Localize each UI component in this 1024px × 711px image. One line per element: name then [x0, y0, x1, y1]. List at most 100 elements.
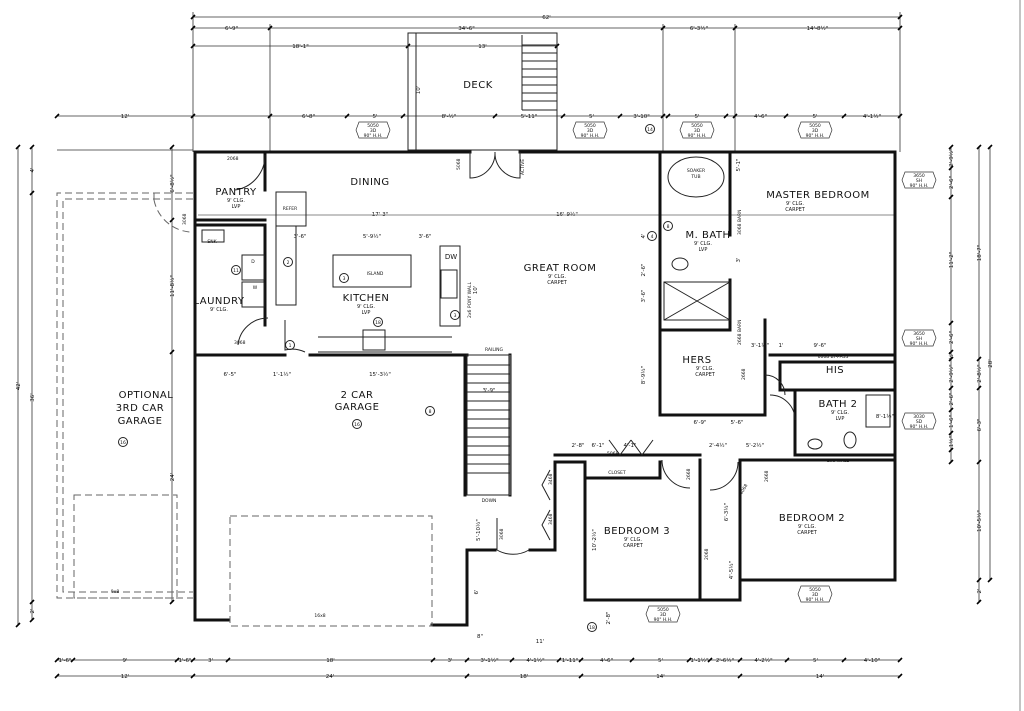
keynote-marker: 18 [587, 622, 597, 632]
door-label-laundry: 3068 [234, 340, 246, 346]
master-floor: CARPET [785, 207, 806, 213]
great-room-ceiling: 9' CLG. [548, 274, 566, 280]
keynote-marker: 1 [285, 340, 295, 350]
dimension-tick [169, 217, 175, 223]
dimension-tick [948, 144, 954, 150]
dimension-label: 6'-8½" [169, 174, 176, 192]
bedroom3-ceiling: 9' CLG. [624, 537, 642, 543]
dimension-tick [948, 320, 954, 326]
washer-label: W [253, 285, 258, 291]
interior-dimension-label: 3'-6" [641, 289, 647, 302]
keynote-marker: 8 [663, 221, 673, 231]
walls [193, 150, 897, 627]
dimension-label: 9' [122, 658, 127, 664]
pantry-floor: LVP [232, 204, 241, 210]
door-label-opt-garage: 3068 [182, 213, 188, 225]
dimension-tick [15, 144, 21, 150]
dimension-tick [737, 657, 743, 663]
dimension-tick [344, 113, 350, 119]
window-tag-type: 3D [812, 128, 819, 134]
dimension-label: 2'-9½" [948, 148, 955, 166]
dimension-tick [841, 113, 847, 119]
dimension-tick [987, 144, 993, 150]
island-label: ISLAND [367, 271, 384, 277]
interior-dimension-label: 6'-3½" [723, 503, 730, 521]
dimension-label: 4' [30, 167, 36, 172]
kitchen-floor: LVP [362, 310, 371, 316]
dimension-tick [948, 165, 954, 171]
dimension-tick [707, 657, 713, 663]
dimension-label: 5' [658, 658, 663, 664]
interior-dimension-label: 2'-8" [606, 611, 612, 624]
bedroom2-floor: CARPET [797, 530, 818, 536]
dimension-tick [430, 657, 436, 663]
window-tag-type: 3D [587, 128, 594, 134]
dimension-label: 62' [542, 15, 551, 21]
keynote-marker: 14 [645, 124, 655, 134]
interior-dimension-label: 8'-1½" [876, 413, 894, 420]
interior-dimension-label: 2'-4½" [709, 442, 727, 449]
interior-dimension-label: 5'-9½" [363, 233, 381, 240]
door-label-bed2: 2668 [764, 470, 770, 482]
dimension-label: 5' [812, 114, 817, 120]
window-tag-size: 5050 [691, 123, 703, 129]
dimension-tick [174, 657, 180, 663]
dimension-label: 2'-6" [949, 176, 955, 189]
window-tag-type: 3D [694, 128, 701, 134]
dimension-label: 3' [208, 658, 213, 664]
dimension-label: 34'-6" [458, 26, 475, 32]
window-tag-size: 3650 [913, 173, 925, 179]
bedroom2-ceiling: 9' CLG. [798, 524, 816, 530]
deck-stairs [521, 35, 557, 111]
dimension-tick [54, 673, 60, 679]
keynote-number: 8 [667, 224, 670, 230]
dimension-label: 36' [30, 393, 36, 402]
window-tag-type: 3D [370, 128, 377, 134]
dimension-tick [190, 14, 196, 20]
keynote-number: 3 [343, 276, 346, 282]
interior-dimension-label: 5'-1" [736, 158, 742, 171]
interior-dimension-label: 6'-9" [693, 420, 706, 426]
master-ceiling: 9' CLG. [786, 201, 804, 207]
door-label-hers: 2668 [741, 368, 747, 380]
window-tag-size: 5050 [809, 123, 821, 129]
counter-right [439, 245, 461, 327]
interior-dimension-label: 5'-6" [730, 420, 743, 426]
door-label-bifold-1: 3468 [548, 473, 554, 485]
window-tag-head: 90" H.H. [654, 617, 673, 623]
dimension-label: 2' [30, 608, 36, 613]
interior-dimension-label: 2'-6" [641, 263, 647, 276]
room-label-optional-garage-2: 3RD CAR [116, 403, 164, 414]
dimension-tick [29, 599, 35, 605]
interior-dimension-label: 15'-3½" [369, 371, 391, 378]
dimension-tick [948, 385, 954, 391]
dimension-label: 24' [170, 473, 176, 482]
dimension-label: 2'-9½" [948, 364, 955, 382]
keynote-number: 16 [354, 422, 360, 428]
kitchen-fixtures: REFER ISLAND DW SNK D W 2x6 PONY WALL [201, 191, 473, 353]
dimension-tick [897, 657, 903, 663]
interior-dimension-label: 3'-9" [482, 388, 495, 394]
interior-dimension-label: 11' [536, 639, 545, 645]
dimension-tick [556, 657, 562, 663]
dimension-tick [976, 577, 982, 583]
window-tag-head: 90" H.H. [688, 133, 707, 139]
window-tag-type: SH [916, 178, 922, 184]
interior-dimension-label: 4'-1" [623, 443, 636, 449]
keynote-marker: 3 [339, 273, 349, 283]
deck: DECK [407, 32, 558, 151]
dimension-label: 18' [326, 658, 335, 664]
dimension-tick [169, 599, 175, 605]
dimension-tick [897, 673, 903, 679]
door-label-active: ACTIVE [520, 159, 526, 175]
dimension-tick [169, 349, 175, 355]
window-tag-size: 5050 [367, 123, 379, 129]
dimension-tick [948, 430, 954, 436]
interior-dimension-label: 5'-2½" [746, 442, 764, 449]
dimension-tick [15, 622, 21, 628]
dimension-tick [464, 673, 470, 679]
window-tag-head: 90" H.H. [910, 424, 929, 430]
